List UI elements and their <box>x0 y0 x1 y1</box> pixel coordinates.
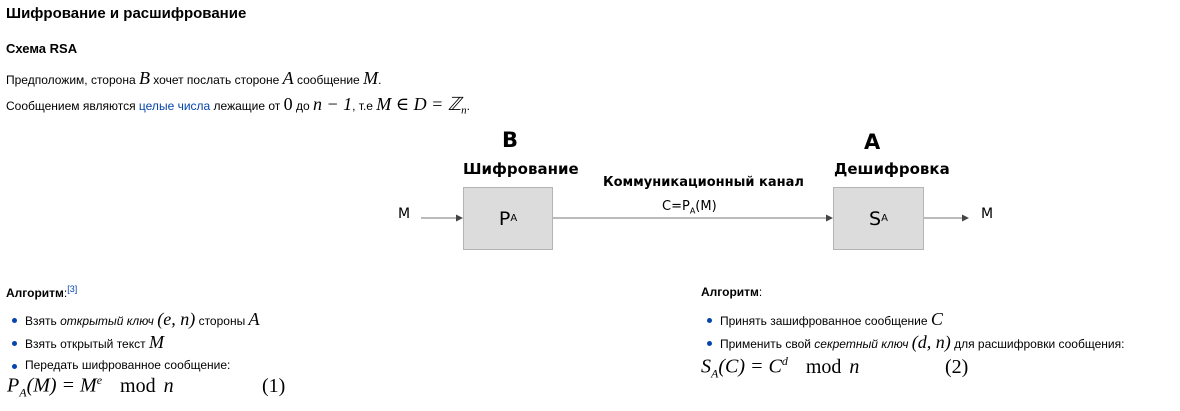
subsection-heading: Схема RSA <box>6 41 78 56</box>
channel-title: Коммуникационный канал <box>603 175 804 190</box>
channel-arrowhead <box>826 214 833 222</box>
algorithm-title-text: Алгоритм <box>701 285 759 299</box>
list-item-text: Передать шифрованное сообщение: <box>25 358 231 372</box>
integers-link[interactable]: целые числа <box>138 99 211 113</box>
math-set-sub: n <box>461 104 467 117</box>
channel-formula: C=PA(M) <box>662 199 717 216</box>
algorithm-title-text: Алгоритм <box>6 286 64 300</box>
formula-part: P <box>7 374 20 397</box>
intro-text: Предположим, сторона <box>6 73 139 87</box>
math-a: A <box>248 309 260 329</box>
list-item-text: для расшифровки сообщения: <box>950 337 1125 351</box>
formula-sup: d <box>781 354 788 368</box>
channel-formula-text: C=P <box>662 199 690 214</box>
output-m-label: M <box>981 206 994 222</box>
formula-mod: mod <box>805 355 842 378</box>
right-algorithm-list: Принять зашифрованное сообщение C Примен… <box>701 309 1124 355</box>
math-zero: 0 <box>283 94 293 114</box>
party-b-label: B <box>502 128 519 152</box>
math-set: M ∈ D = ℤ <box>376 94 462 114</box>
math-public-key: (e, n) <box>157 309 196 329</box>
list-item-text: Взять открытый текст <box>25 337 149 351</box>
encrypt-box-sub: A <box>510 213 518 224</box>
intro-text: сообщение <box>293 73 364 87</box>
decrypt-box-label: S <box>869 207 882 230</box>
formula-part: (C) = C <box>718 355 782 378</box>
formula-sub: A <box>711 366 719 381</box>
list-item-text: Применить свой <box>720 337 815 351</box>
algorithm-colon: : <box>63 286 68 300</box>
intro-text: , т.е <box>352 99 377 113</box>
formula-sup: e <box>96 373 103 387</box>
formula-sub: A <box>19 385 27 400</box>
formula-mod: mod <box>120 374 156 397</box>
decrypt-title: Дешифровка <box>834 160 950 178</box>
intro-line-2: Сообщением являются целые числа лежащие … <box>6 93 470 121</box>
output-arrowhead <box>962 214 969 222</box>
list-item-text: стороны <box>195 314 249 328</box>
intro-text: до <box>292 99 313 113</box>
intro-text: . <box>378 73 382 87</box>
secret-key-term: секретный ключ <box>814 337 909 351</box>
math-a: A <box>282 68 294 88</box>
math-c: C <box>930 309 943 329</box>
intro-text: хочет послать стороне <box>149 73 283 87</box>
intro-text: Сообщением являются <box>6 99 139 113</box>
math-b: B <box>138 68 150 88</box>
formula-number-2: (2) <box>945 356 969 378</box>
party-a-label: A <box>864 130 881 154</box>
decrypt-box-sub: A <box>881 213 888 224</box>
intro-line-1: Предположим, сторона B хочет послать сто… <box>6 67 381 91</box>
channel-formula-text: (M) <box>695 199 717 214</box>
list-item: Передать шифрованное сообщение: <box>6 355 260 376</box>
list-item-text: Взять <box>25 314 61 328</box>
math-m: M <box>363 68 379 88</box>
list-item: Взять открытый текст M <box>6 332 260 355</box>
formula-number-1: (1) <box>262 375 286 397</box>
channel-formula-sub: A <box>689 206 696 216</box>
math-n-minus-1: n − 1 <box>312 94 353 114</box>
public-key-term: открытый ключ <box>60 314 154 328</box>
right-algorithm-title: Алгоритм: <box>701 285 762 299</box>
algorithm-colon: : <box>758 285 763 299</box>
list-item: Взять открытый ключ (e, n) стороны A <box>6 309 260 332</box>
left-algorithm-list: Взять открытый ключ (e, n) стороны A Взя… <box>6 309 260 376</box>
formula-part: S <box>701 355 711 378</box>
formula-n: n <box>849 355 860 378</box>
math-secret-key: (d, n) <box>911 332 951 352</box>
encrypt-title: Шифрование <box>463 160 579 178</box>
list-item: Применить свой секретный ключ (d, n) для… <box>701 332 1124 355</box>
intro-text: . <box>466 99 471 113</box>
formula-n: n <box>163 374 174 397</box>
section-heading: Шифрование и расшифрование <box>6 5 247 22</box>
list-item: Принять зашифрованное сообщение C <box>701 309 1124 332</box>
math-m: M <box>148 332 164 352</box>
reference-link[interactable]: [3] <box>67 284 78 294</box>
encrypt-box-label: P <box>498 207 511 230</box>
input-arrowhead <box>456 214 463 222</box>
left-algorithm-title: Алгоритм:[3] <box>6 284 77 300</box>
list-item-text: Принять зашифрованное сообщение <box>720 314 931 328</box>
formula-part: (M) = M <box>26 374 97 397</box>
intro-text: лежащие от <box>210 99 284 113</box>
input-m-label: M <box>398 206 411 222</box>
